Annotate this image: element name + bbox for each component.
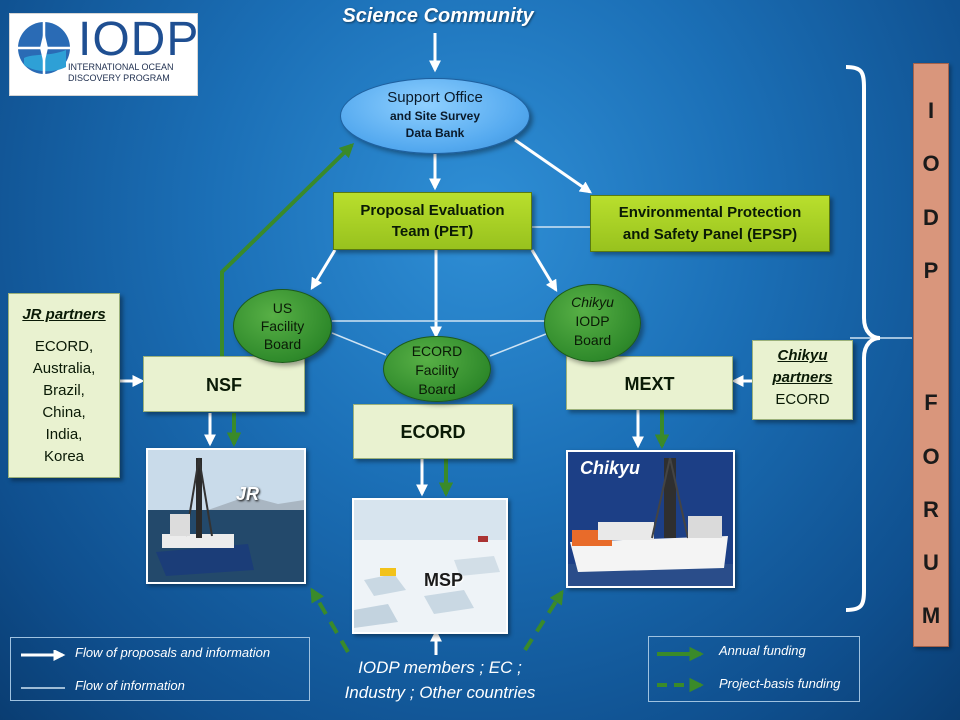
chikyu-board-line3: Board <box>573 332 612 348</box>
science-community-label: Science Community <box>342 5 534 27</box>
ecord-label: ECORD <box>400 422 466 442</box>
support-office-line3: Data Bank <box>405 126 465 140</box>
chikyu-board-line1: Chikyu <box>571 294 614 310</box>
chikyu-photo-label: Chikyu <box>580 458 641 478</box>
us-facility-board: US Facility Board <box>233 289 332 363</box>
forum-letter-8: U <box>923 550 939 575</box>
support-office-oval: Support Office and Site Survey Data Bank <box>340 78 530 154</box>
jr-partners-box: JR partners ECORD, Australia, Brazil, Ch… <box>8 293 120 478</box>
mext-label: MEXT <box>624 374 675 394</box>
logo-subtitle-line2: DISCOVERY PROGRAM <box>68 73 170 83</box>
globe-logo-icon <box>16 19 72 77</box>
nsf-label: NSF <box>206 375 242 395</box>
pet-line1: Proposal Evaluation <box>360 202 505 219</box>
funding-sources-line1: IODP members ; EC ; <box>358 658 522 677</box>
legend-annual-funding: Annual funding <box>719 643 806 658</box>
iodp-forum-bar: I O D P F O R U M <box>913 63 949 647</box>
legend-flow-information: Flow of information <box>75 678 185 693</box>
forum-letter-3: D <box>923 205 939 230</box>
arrow-pet-to-us-board <box>310 249 337 291</box>
ecord-board-line1: ECORD <box>411 343 463 359</box>
line-ecord-chikyu-board <box>489 333 547 357</box>
forum-letter-7: R <box>923 497 939 522</box>
chikyu-partners-title-line2: partners <box>772 369 833 386</box>
jr-partner-6: Korea <box>43 448 85 465</box>
chikyu-partners-members: ECORD <box>775 391 830 408</box>
forum-letter-5: F <box>924 390 938 415</box>
ecord-board-line3: Board <box>418 381 456 397</box>
pet-line2: Team (PET) <box>391 223 474 240</box>
epsp-line1: Environmental Protection <box>618 204 802 221</box>
legend-project-funding: Project-basis funding <box>719 676 841 691</box>
line-us-ecord-board <box>331 332 387 356</box>
jr-partner-3: Brazil, <box>43 382 85 399</box>
arrow-support-to-epsp <box>514 138 592 194</box>
ecord-board-line2: Facility <box>415 362 459 378</box>
chikyu-partners-box: Chikyu partners ECORD <box>752 340 853 420</box>
us-board-line2: Facility <box>260 318 305 334</box>
arrow-nsf-funding-support <box>220 142 355 356</box>
chikyu-board-line2: IODP <box>575 313 610 329</box>
forum-letter-9: M <box>921 603 941 628</box>
jr-photo-label: JR <box>236 484 260 504</box>
us-board-line1: US <box>272 300 293 316</box>
ecord-facility-board: ECORD Facility Board <box>383 336 491 402</box>
legend-flows: Flow of proposals and information Flow o… <box>10 637 310 701</box>
jr-ship-image <box>148 450 304 582</box>
mext-box: MEXT <box>566 356 733 410</box>
legend-funding: Annual funding Project-basis funding <box>648 636 860 702</box>
forum-letter-6: O <box>922 444 940 469</box>
forum-letter-2: O <box>922 151 940 176</box>
epsp-box: Environmental Protection and Safety Pane… <box>590 195 830 252</box>
arrow-project-funding-jr <box>310 587 350 654</box>
funding-sources-line2: Industry ; Other countries <box>344 683 536 702</box>
chikyu-partners-title-line1: Chikyu <box>777 347 828 364</box>
forum-letter-4: P <box>923 258 939 283</box>
chikyu-ship-photo: Chikyu <box>566 450 735 588</box>
logo-wordmark: IODP <box>78 13 200 66</box>
arrow-pet-to-chikyu-board <box>530 249 558 293</box>
funding-sources-label: IODP members ; EC ; Industry ; Other cou… <box>318 655 562 705</box>
nsf-box: NSF <box>143 356 305 412</box>
ecord-box: ECORD <box>353 404 513 459</box>
epsp-line2: and Safety Panel (EPSP) <box>622 226 798 243</box>
jr-ship-photo: JR <box>146 448 306 584</box>
jr-partner-1: ECORD, <box>34 338 94 355</box>
msp-ice-image <box>354 500 506 632</box>
msp-photo-label: MSP <box>424 570 464 590</box>
jr-partner-4: China, <box>42 404 86 421</box>
support-office-line2: and Site Survey <box>389 109 481 123</box>
chikyu-ship-image <box>568 452 733 586</box>
logo-subtitle-line1: INTERNATIONAL OCEAN <box>68 62 174 72</box>
legend-flow-proposals: Flow of proposals and information <box>75 645 271 660</box>
pet-box: Proposal Evaluation Team (PET) <box>333 192 532 250</box>
jr-partner-5: India, <box>45 426 83 443</box>
legend-funding-arrows <box>657 647 704 693</box>
jr-partners-title: JR partners <box>22 306 106 323</box>
forum-letter-1: I <box>927 98 935 123</box>
msp-ice-photo: MSP <box>352 498 508 634</box>
legend-flow-arrows <box>21 650 66 689</box>
iodp-logo: IODP INTERNATIONAL OCEAN DISCOVERY PROGR… <box>9 13 198 96</box>
arrow-project-funding-chikyu <box>523 589 564 652</box>
forum-bracket <box>845 65 881 612</box>
us-board-line3: Board <box>263 336 302 352</box>
support-office-line1: Support Office <box>387 89 483 106</box>
chikyu-iodp-board: Chikyu IODP Board <box>544 284 641 362</box>
jr-partner-2: Australia, <box>32 360 96 377</box>
